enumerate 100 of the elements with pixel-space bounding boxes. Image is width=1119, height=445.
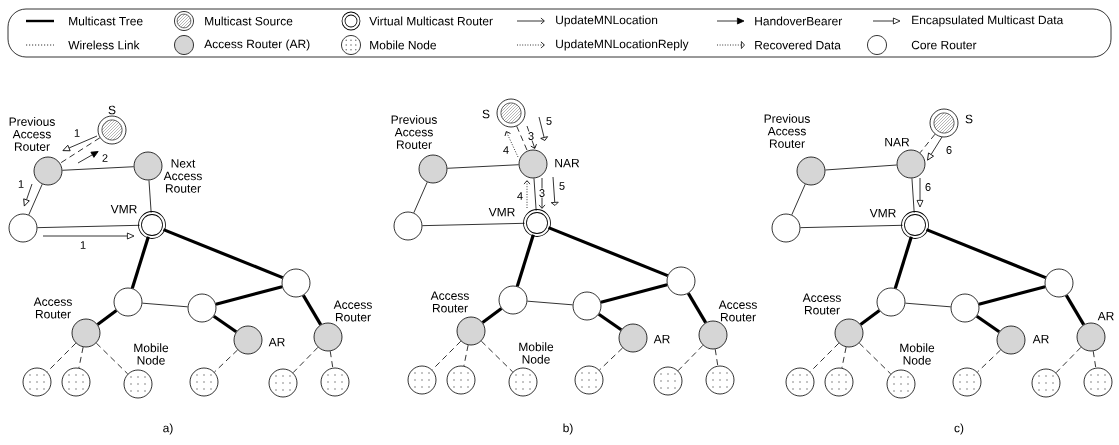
- link: [447, 164, 520, 169]
- node-label: S: [482, 109, 490, 119]
- message-arrow: [526, 125, 537, 149]
- core-router-circle: [950, 293, 980, 323]
- mobile-node-circle: [189, 367, 219, 397]
- wireless-link: [292, 346, 319, 374]
- link: [824, 164, 898, 171]
- message-arrow: [538, 116, 548, 141]
- multicast-tree-link: [893, 236, 913, 289]
- wireless-link: [677, 344, 704, 372]
- wireless-link: [516, 125, 528, 152]
- multicast-tree-link: [301, 294, 323, 326]
- edge-label: 6: [924, 182, 932, 192]
- link: [526, 300, 574, 306]
- node-label: Mobile Node: [134, 343, 169, 365]
- core-router-circle: [281, 268, 311, 298]
- node-label: VMR: [488, 207, 515, 217]
- message-arrow: [927, 136, 943, 161]
- node-label: AR: [268, 337, 285, 347]
- link: [413, 181, 428, 214]
- link: [533, 177, 537, 212]
- wireless-link: [977, 349, 1001, 373]
- multicast-tree-link: [481, 307, 503, 324]
- link: [148, 179, 152, 214]
- node-label: VMR: [110, 204, 137, 214]
- multicast-tree-link: [859, 309, 881, 326]
- mobile-node-circle: [22, 367, 52, 397]
- link: [791, 183, 806, 216]
- mobile-node-circle: [1083, 367, 1113, 397]
- node-label: Previous Access Router: [391, 115, 437, 149]
- message-arrow: [916, 177, 924, 208]
- node-label: VMR: [869, 208, 896, 218]
- message-arrow: [23, 183, 33, 207]
- core-router-circle: [666, 266, 696, 296]
- core-router-circle: [572, 291, 602, 321]
- edge-label: 1: [73, 128, 81, 138]
- wireless-link: [809, 342, 840, 373]
- edge-label: 5: [545, 116, 553, 126]
- mobile-node-circle: [653, 366, 683, 396]
- core-router-circle: [876, 287, 906, 317]
- link: [422, 222, 525, 227]
- node-label: AR: [1097, 311, 1114, 321]
- edge-label: 6: [945, 145, 953, 155]
- edge-label: 1: [79, 240, 87, 250]
- wireless-link: [78, 346, 84, 369]
- multicast-tree-link: [515, 234, 535, 287]
- multicast-tree-link: [215, 285, 283, 306]
- wireless-link: [858, 342, 892, 375]
- edge-label: 3: [538, 188, 546, 198]
- node-label: Access Router: [430, 291, 469, 313]
- wireless-link: [841, 346, 847, 369]
- wireless-link: [463, 344, 469, 367]
- legend-label: Multicast Tree: [69, 16, 143, 26]
- multicast-tree-link: [1064, 294, 1086, 326]
- wireless-link: [46, 342, 77, 373]
- mobile-node-circle: [446, 365, 476, 395]
- mobile-node-circle: [952, 367, 982, 397]
- legend-label: Virtual Multicast Router: [369, 16, 493, 26]
- wireless-link: [214, 349, 238, 373]
- edge-label: 5: [558, 181, 566, 191]
- multicast-tree-link: [547, 226, 669, 278]
- legend-label: Access Router (AR): [204, 39, 310, 51]
- wireless-link: [599, 347, 623, 371]
- message-arrow: [62, 135, 98, 152]
- wireless-link: [1092, 350, 1097, 369]
- legend-label: Mobile Node: [370, 40, 436, 50]
- legend-label: UpdateMNLocationReply: [556, 39, 689, 51]
- wireless-link: [714, 348, 719, 367]
- core-router-circle: [113, 287, 143, 317]
- multicast-tree-link: [212, 314, 238, 334]
- mobile-node-circle: [268, 368, 298, 398]
- multicast-tree-link: [130, 236, 150, 289]
- node-label: Access Router: [33, 297, 72, 319]
- mobile-node-circle: [705, 365, 735, 395]
- mobile-node-circle: [1031, 368, 1061, 398]
- legend-label: Recovered Data: [755, 40, 841, 50]
- multicast-tree-link: [600, 283, 668, 304]
- panel-caption: c): [954, 423, 964, 435]
- node-label: Access Router: [802, 293, 841, 315]
- node-label: Next Access Router: [163, 159, 202, 193]
- multicast-tree-link: [597, 312, 623, 332]
- wireless-link: [329, 350, 334, 369]
- wireless-link: [480, 340, 514, 373]
- link: [904, 302, 952, 308]
- wireless-link: [95, 342, 129, 375]
- link: [800, 224, 903, 229]
- multicast-tree-link: [978, 285, 1046, 306]
- node-label: Access Router: [718, 300, 757, 322]
- node-label: Mobile Node: [900, 343, 935, 365]
- core-router-circle: [498, 285, 528, 315]
- wireless-link: [431, 340, 462, 371]
- mobile-node-circle: [61, 367, 91, 397]
- link: [62, 166, 134, 171]
- panel-caption: a): [163, 423, 173, 435]
- legend-label: Multicast Source: [205, 16, 293, 26]
- edge-label: 4: [516, 191, 524, 201]
- message-arrow: [42, 232, 135, 240]
- core-router-circle: [8, 213, 38, 243]
- mobile-node-circle: [407, 365, 437, 395]
- link: [141, 302, 189, 308]
